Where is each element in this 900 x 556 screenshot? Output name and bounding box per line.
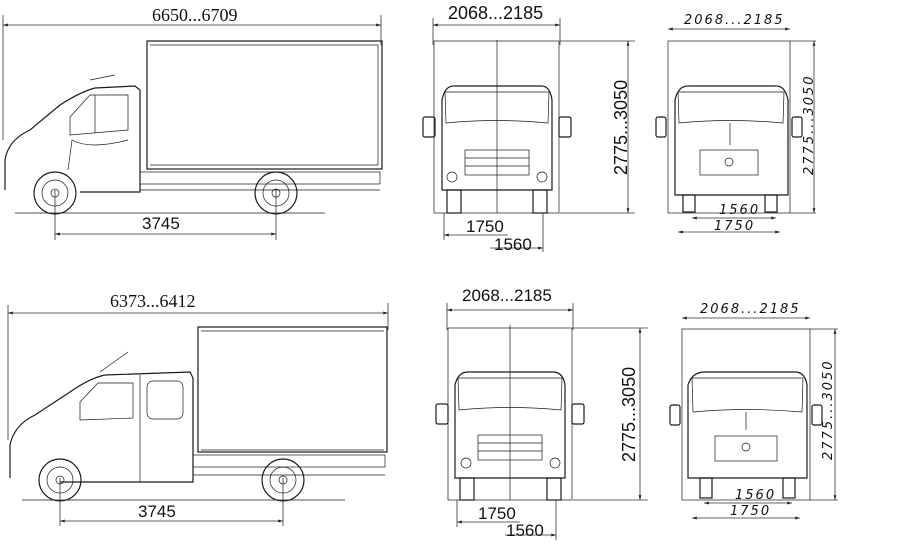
track-label-1750-rear-row2: 1750 (730, 504, 772, 519)
track-label-1560-front-row2: 1560 (506, 521, 544, 540)
side-view-single-cab (2, 15, 383, 240)
rear-view-row1 (655, 27, 816, 234)
width-label-front-row2: 2068...2185 (462, 286, 552, 305)
rear-view-row2 (669, 316, 838, 520)
height-label-front-row1: 2775...3050 (611, 79, 631, 175)
front-view-row2 (435, 303, 648, 540)
width-label-rear-row2: 2068...2185 (700, 302, 801, 317)
front-view-row1 (422, 18, 635, 252)
wheelbase-label-row1: 3745 (142, 214, 180, 233)
track-label-1560-front-row1: 1560 (494, 235, 532, 254)
wheelbase-label-row2: 3745 (138, 502, 176, 521)
track-label-1750-rear-row1: 1750 (714, 219, 756, 234)
track-label-1750-front-row2: 1750 (478, 504, 516, 523)
side-view-double-cab (7, 303, 389, 526)
track-label-1560-rear-row2: 1560 (735, 488, 777, 503)
width-label-rear-row1: 2068...2185 (684, 13, 785, 28)
height-label-front-row2: 2775...3050 (619, 366, 639, 462)
height-label-rear-row2: 2775...3050 (821, 359, 836, 460)
track-label-1750-front-row1: 1750 (466, 217, 504, 236)
height-label-rear-row1: 2775...3050 (802, 74, 817, 175)
overall-length-label-row2: 6373...6412 (110, 291, 196, 311)
width-label-front-row1: 2068...2185 (448, 3, 544, 23)
overall-length-label-row1: 6650...6709 (152, 5, 238, 25)
track-label-1560-rear-row1: 1560 (719, 203, 761, 218)
